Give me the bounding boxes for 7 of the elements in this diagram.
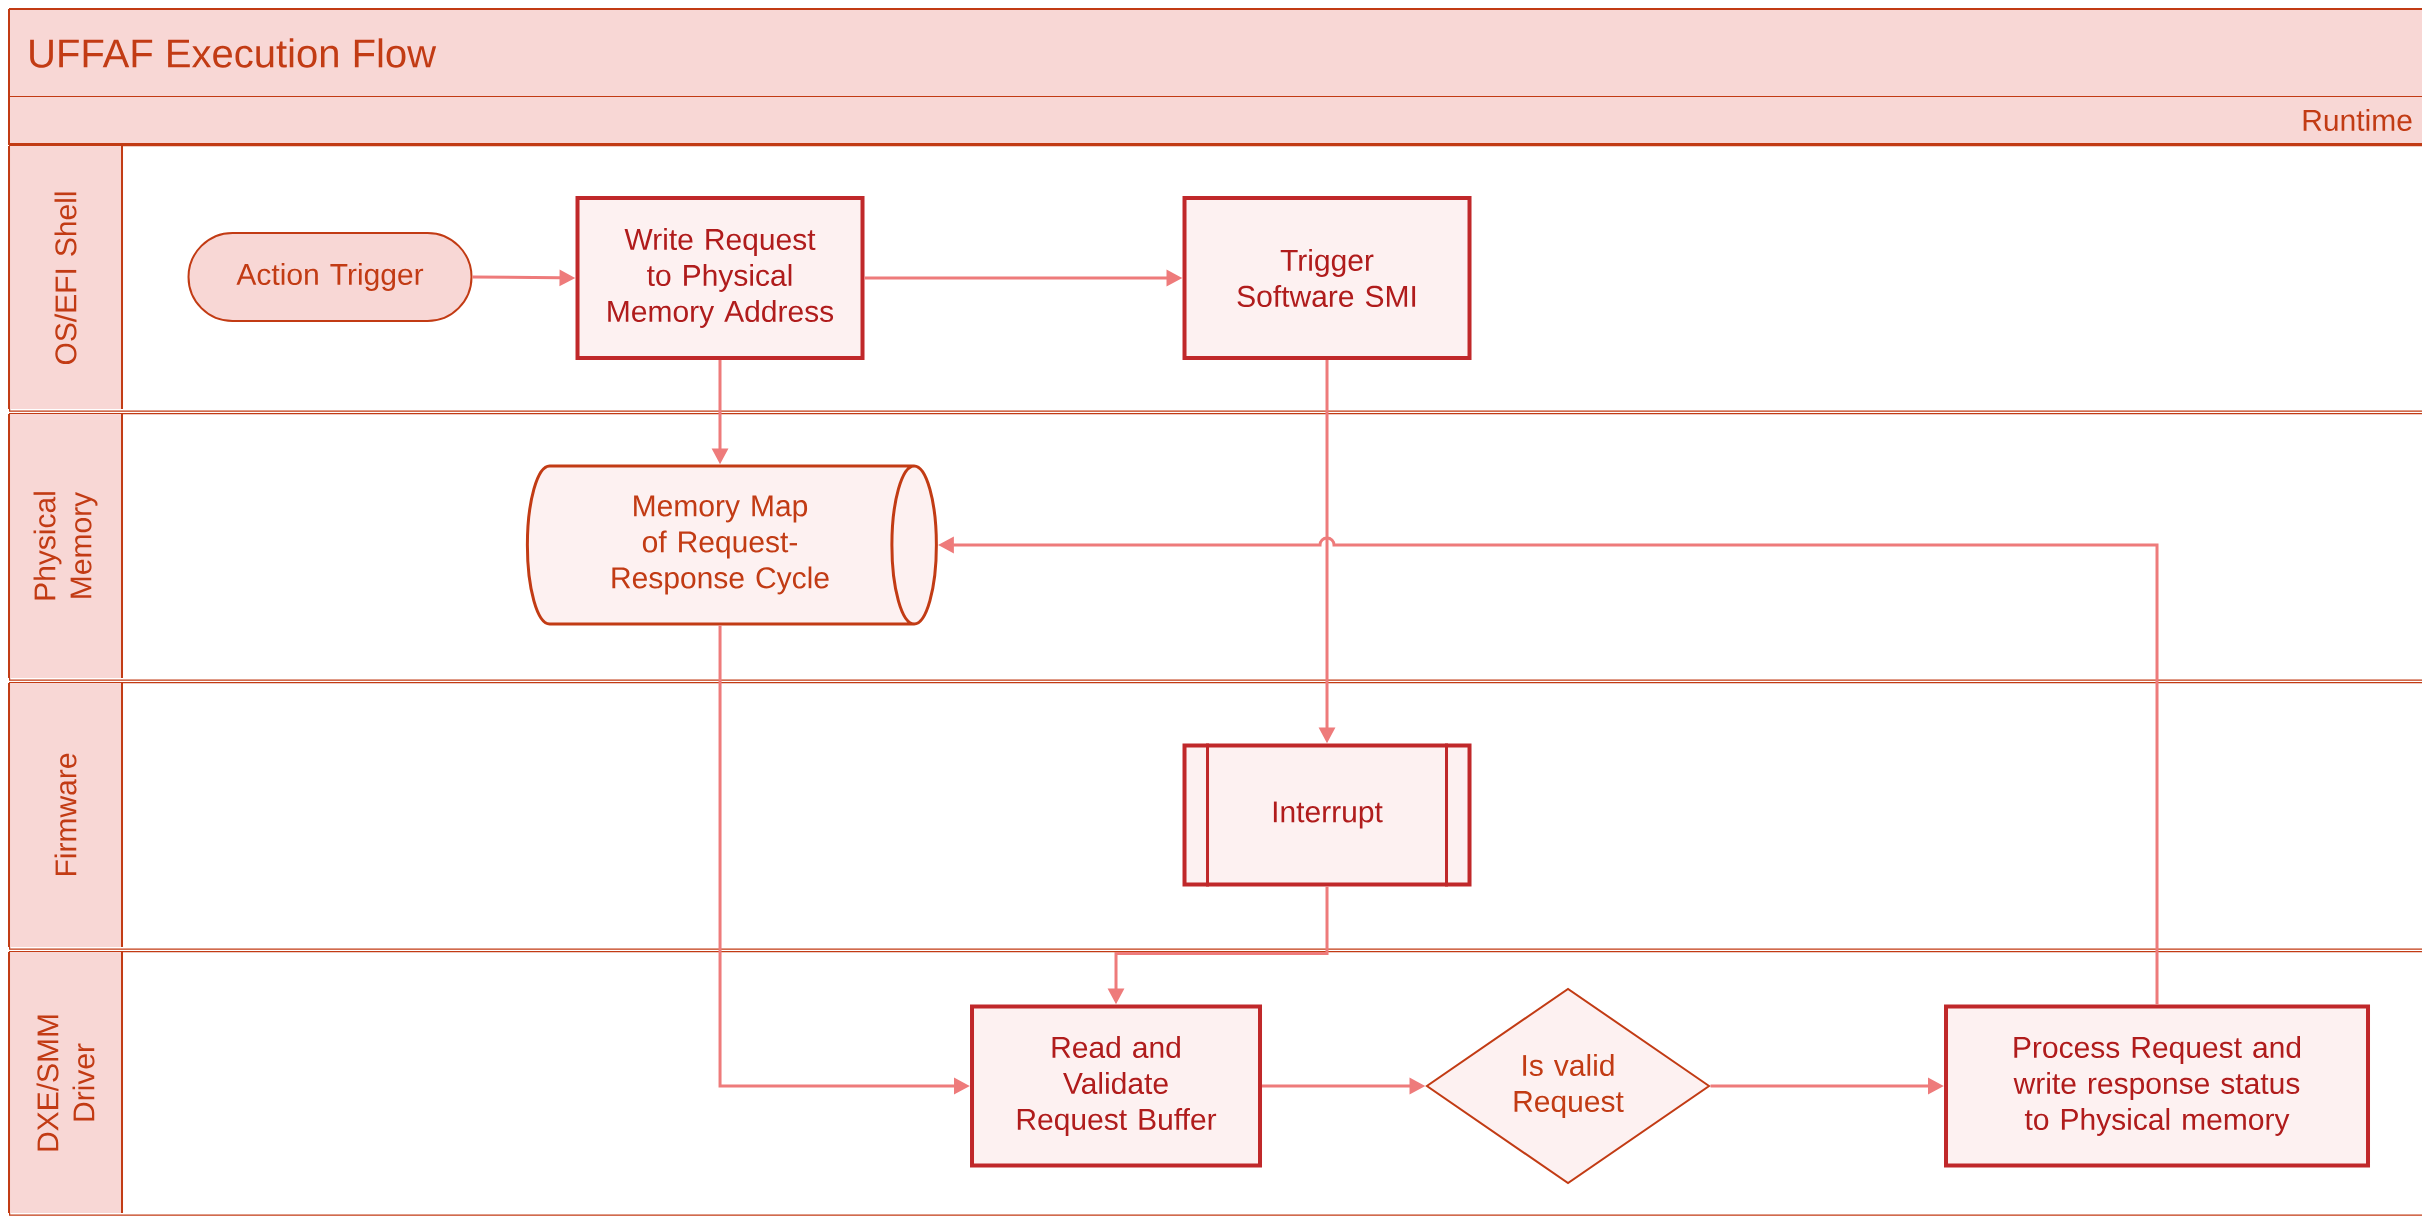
predefined-process-box: Interrupt xyxy=(1182,742,1472,888)
storage-cylinder: Memory Map of Request-Response Cycle xyxy=(525,464,938,626)
title-band: UFFAF Execution Flow xyxy=(8,8,2422,98)
process-box: Write Request to Physical Memory Address xyxy=(575,196,865,360)
process-box: Read and Validate Request Buffer xyxy=(970,1004,1262,1168)
process-box: Trigger Software SMI xyxy=(1182,196,1472,360)
process-box: Process Request and write response status to Physical memory xyxy=(1944,1004,2370,1168)
